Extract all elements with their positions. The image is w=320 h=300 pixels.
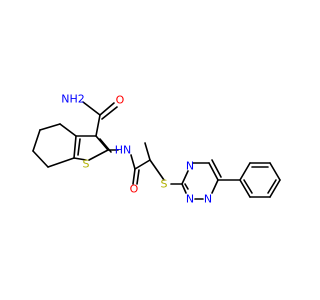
atom-n-triazine-a: N <box>186 160 194 173</box>
bond-tz-c3-n2 <box>181 170 189 185</box>
atom-labels: NH2 O S HN O S N N N <box>61 93 212 206</box>
bond-tz-c6-n1 <box>211 179 219 194</box>
bond-s-c7a <box>73 157 87 161</box>
bond-c7-c7a <box>47 157 75 168</box>
bond-carbonyl2-ch <box>134 159 151 170</box>
bond-c5-c6 <box>32 129 41 152</box>
bond-ch-methyl <box>144 142 151 161</box>
bond-carbonyl-o-2 <box>101 106 118 120</box>
bond-c2-s <box>88 149 109 161</box>
bond-carbonyl2-o-1 <box>132 168 136 185</box>
atom-n-triazine-b: N <box>186 193 194 206</box>
bond-c6-c7 <box>32 150 49 168</box>
atom-n-triazine-c: N <box>204 193 212 206</box>
bond-tz-c-c6-2 <box>211 159 222 178</box>
atom-o-amide2: O <box>130 183 139 196</box>
bond-ph-6-1-inner <box>243 179 253 194</box>
atom-s-thiophene: S <box>83 158 90 171</box>
atom-nh: HN <box>115 144 132 157</box>
bond-carbonyl-c3 <box>95 114 101 137</box>
molecule-structure: NH2 O S HN O S N N N <box>0 0 300 300</box>
bond-ph-3-4 <box>269 162 281 181</box>
bond-c3a-c4 <box>59 123 77 137</box>
bond-ch-s <box>149 159 165 181</box>
bond-nh2-carbonyl <box>82 101 101 116</box>
bond-c3-c2-double-1 <box>95 135 109 151</box>
bond-tz-n-c3 <box>181 183 187 194</box>
bond-ph-6-1 <box>239 179 251 198</box>
bond-carbonyl2-o-2 <box>136 169 140 185</box>
bond-carbonyl-o-1 <box>99 102 115 116</box>
atom-nh2: NH2 <box>61 93 85 106</box>
bond-tz-c-c6-1 <box>208 162 219 181</box>
canvas-background <box>0 0 300 300</box>
bond-ph-4-5-inner <box>267 179 277 194</box>
bond-nh-carbonyl2 <box>130 154 136 170</box>
atom-s-thioether: S <box>161 178 168 191</box>
bond-c3a-c7a-1 <box>73 135 77 159</box>
bond-ph-1-2 <box>239 162 251 181</box>
bond-c4-c5 <box>39 123 61 131</box>
bond-c3a-c7a-2 <box>77 138 81 156</box>
bonds <box>32 101 281 200</box>
atom-o-amide1: O <box>116 94 125 107</box>
bond-ph-4-5 <box>269 179 281 198</box>
bond-tz-n-c3-inner <box>184 183 189 190</box>
